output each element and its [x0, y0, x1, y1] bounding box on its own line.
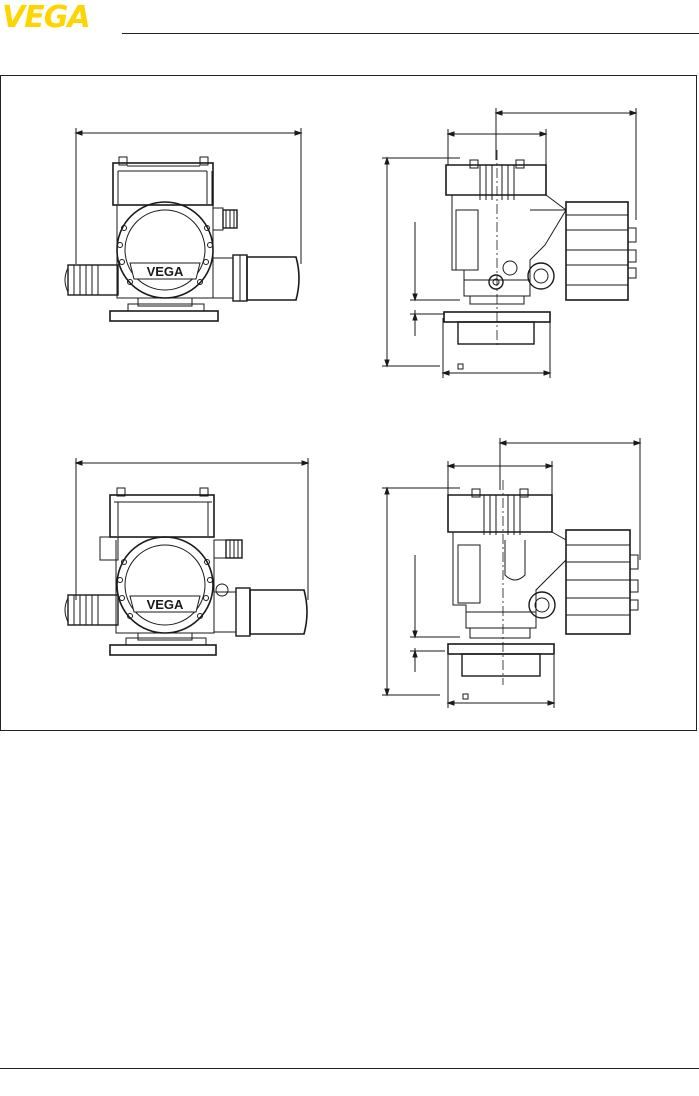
footer-rule — [0, 1068, 699, 1069]
badge-text: VEGA — [147, 264, 184, 279]
side-view-top — [382, 108, 636, 378]
vega-badge: VEGA — [130, 263, 200, 279]
header-rule — [122, 33, 699, 34]
front-view-bottom: VEGA — [65, 458, 308, 655]
front-view-top: VEGA — [65, 128, 301, 321]
badge-text: VEGA — [147, 597, 184, 612]
technical-drawing: VEGA — [0, 75, 699, 735]
side-view-bottom — [382, 438, 640, 708]
vega-logo: VEGA — [2, 2, 118, 30]
logo-text: VEGA — [2, 2, 90, 30]
vega-badge: VEGA — [130, 596, 200, 612]
